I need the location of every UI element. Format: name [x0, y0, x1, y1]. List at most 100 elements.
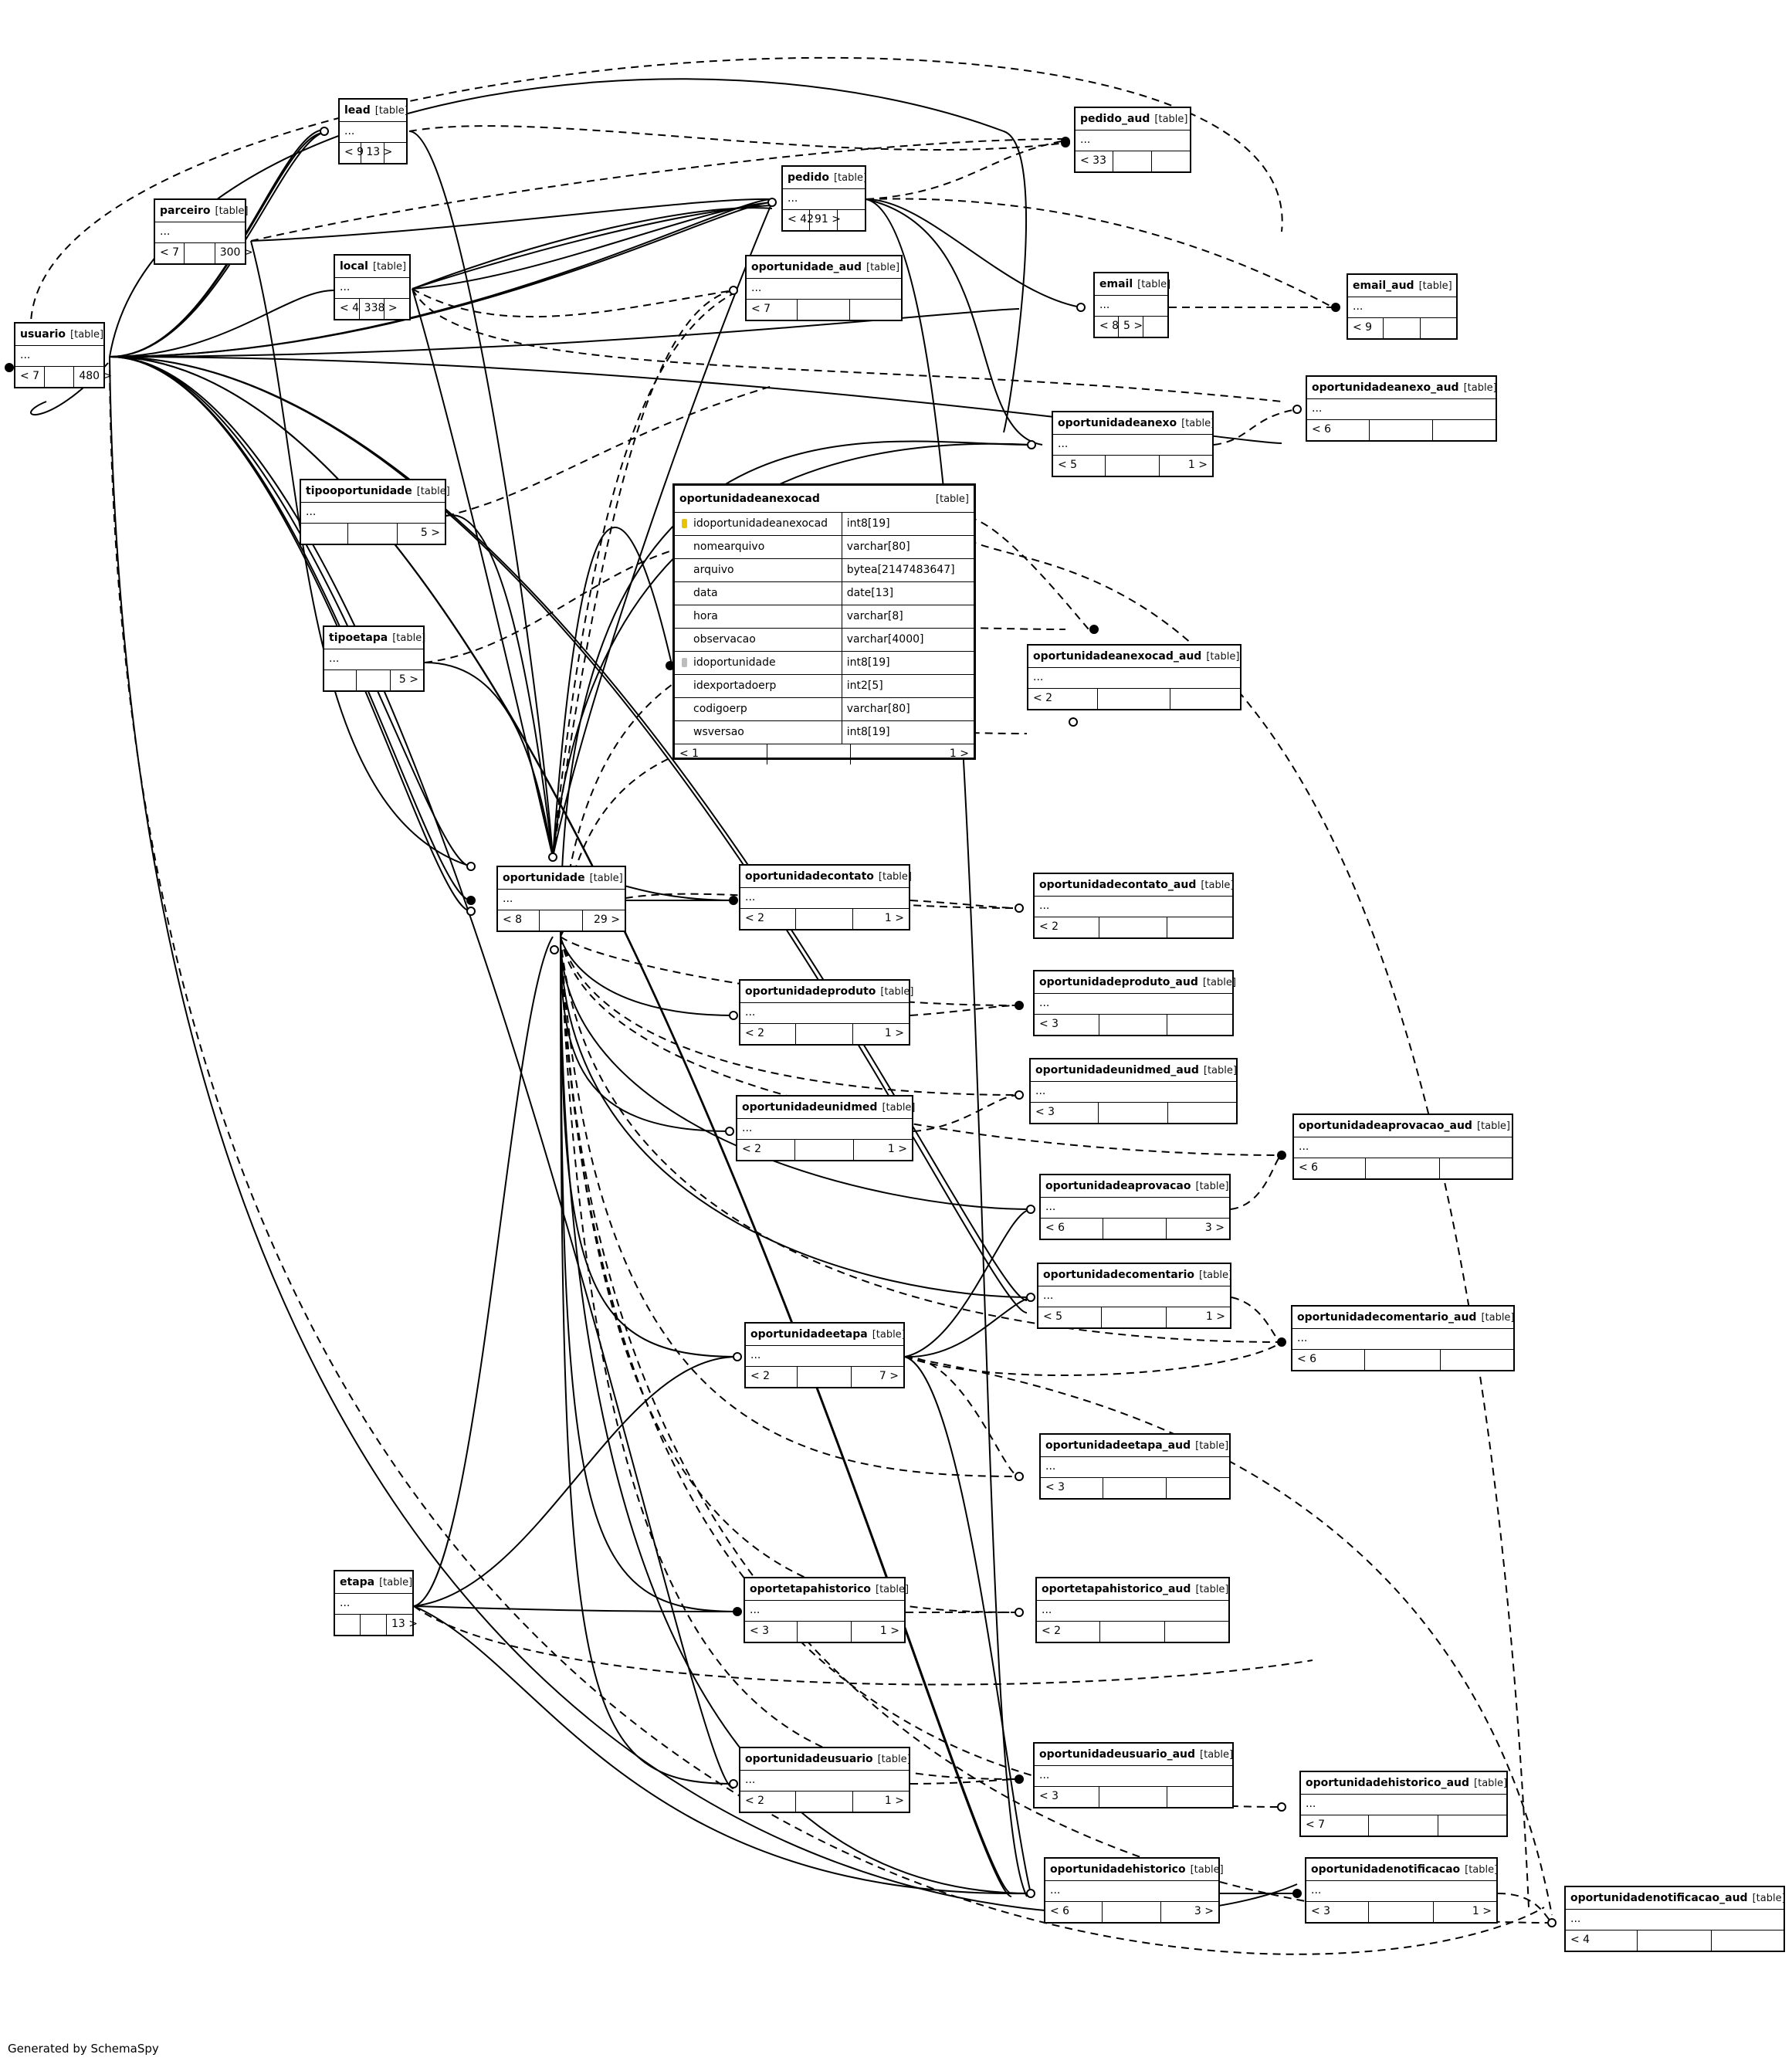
children-count[interactable]	[1167, 1015, 1232, 1035]
parents-count[interactable]: < 2	[1035, 917, 1100, 937]
parents-count[interactable]: < 7	[747, 300, 798, 320]
parents-count[interactable]: < 3	[1041, 1478, 1103, 1498]
parents-count[interactable]: < 4	[335, 299, 360, 319]
children-count[interactable]	[1421, 318, 1456, 338]
table-oportunidadeetapa_aud[interactable]: oportunidadeetapa_aud[table]...< 3	[1039, 1433, 1231, 1500]
table-oportunidadeunidmed_aud[interactable]: oportunidadeunidmed_aud[table]...< 3	[1029, 1058, 1238, 1124]
table-columns-collapsed[interactable]: ...	[740, 1003, 909, 1024]
parents-count[interactable]	[301, 524, 349, 544]
table-columns-collapsed[interactable]: ...	[740, 888, 909, 909]
table-columns-collapsed[interactable]: ...	[335, 1594, 412, 1615]
parents-count[interactable]: < 2	[737, 1140, 795, 1160]
table-columns-collapsed[interactable]: ...	[15, 346, 103, 367]
table-oportunidadeanexocad[interactable]: oportunidadeanexocad [table] idoportunid…	[672, 483, 976, 764]
children-count[interactable]	[1438, 1815, 1506, 1836]
children-count[interactable]	[1433, 420, 1496, 440]
children-count[interactable]	[838, 210, 865, 230]
parents-count[interactable]	[324, 670, 357, 690]
children-count[interactable]	[1168, 1103, 1236, 1123]
children-count[interactable]	[1165, 1622, 1228, 1642]
table-columns-collapsed[interactable]: ...	[1041, 1457, 1229, 1478]
children-count[interactable]: 3 >	[1204, 1222, 1225, 1234]
table-columns-collapsed[interactable]: ...	[747, 279, 901, 300]
children-count[interactable]: 1 >	[949, 747, 969, 760]
table-columns-collapsed[interactable]: ...	[1037, 1601, 1228, 1622]
table-columns-collapsed[interactable]: ...	[335, 278, 409, 299]
table-oportunidadeanexo_aud[interactable]: oportunidadeanexo_aud[table]...< 6	[1306, 375, 1497, 442]
children-count[interactable]: 13 >	[391, 1618, 418, 1630]
table-columns-collapsed[interactable]: ...	[1306, 1881, 1496, 1902]
parents-count[interactable]: < 3	[1035, 1787, 1100, 1807]
parents-count[interactable]: < 5	[1053, 456, 1106, 476]
table-oportunidadenotificacao_aud[interactable]: oportunidadenotificacao_aud[table]...< 4	[1564, 1886, 1786, 1952]
table-columns-collapsed[interactable]: ...	[1035, 994, 1232, 1015]
children-count[interactable]	[1440, 1158, 1512, 1178]
parents-count[interactable]: < 42	[783, 210, 814, 230]
table-columns-collapsed[interactable]: ...	[1053, 435, 1212, 456]
table-oportetapahistorico_aud[interactable]: oportetapahistorico_aud[table]...< 2	[1035, 1577, 1230, 1643]
parents-count[interactable]: < 2	[740, 1792, 796, 1812]
table-columns-collapsed[interactable]: ...	[1294, 1137, 1512, 1158]
table-columns-collapsed[interactable]: ...	[1038, 1286, 1230, 1307]
parents-count[interactable]: < 7	[155, 243, 185, 263]
parents-count[interactable]: < 8	[498, 910, 540, 931]
table-email_aud[interactable]: email_aud[table]...< 9	[1347, 273, 1458, 340]
table-oportunidade_aud[interactable]: oportunidade_aud[table]...< 7	[745, 255, 903, 321]
parents-count[interactable]: < 2	[740, 1024, 796, 1044]
parents-count[interactable]: < 7	[1301, 1815, 1369, 1836]
table-columns-collapsed[interactable]: ...	[783, 189, 865, 210]
children-count[interactable]	[1152, 151, 1190, 171]
children-count[interactable]: 1 >	[1472, 1905, 1492, 1917]
parents-count[interactable]: < 3	[1035, 1015, 1100, 1035]
table-columns-collapsed[interactable]: ...	[746, 1346, 903, 1367]
children-count[interactable]: 1 >	[884, 1027, 904, 1039]
table-etapa[interactable]: etapa[table]...13 >	[334, 1570, 418, 1636]
parents-count[interactable]: < 1	[675, 744, 767, 764]
children-count[interactable]: 300 >	[219, 246, 253, 259]
table-columns-collapsed[interactable]: ...	[740, 1771, 909, 1792]
parents-count[interactable]: < 6	[1307, 420, 1370, 440]
table-tipoetapa[interactable]: tipoetapa[table]...5 >	[323, 625, 425, 692]
table-columns-collapsed[interactable]: ...	[1292, 1329, 1513, 1350]
children-count[interactable]	[1712, 1930, 1784, 1951]
table-pedido_aud[interactable]: pedido_aud[table]...< 33	[1074, 107, 1191, 173]
table-columns-collapsed[interactable]: ...	[737, 1119, 912, 1140]
children-count[interactable]: 7 >	[879, 1370, 899, 1382]
children-count[interactable]: 5 >	[420, 527, 440, 539]
parents-count[interactable]: < 9	[1348, 318, 1384, 338]
children-count[interactable]: 1 >	[1205, 1310, 1225, 1323]
children-count[interactable]: 3 >	[1194, 1905, 1214, 1917]
table-columns-collapsed[interactable]: ...	[1301, 1795, 1506, 1815]
parents-count[interactable]: < 9	[340, 143, 364, 163]
children-count[interactable]: 1 >	[879, 1625, 899, 1637]
children-count[interactable]	[1167, 1478, 1229, 1498]
table-columns-collapsed[interactable]: ...	[1035, 897, 1232, 917]
children-count[interactable]: 5 >	[398, 673, 418, 686]
table-oportunidadeaprovacao_aud[interactable]: oportunidadeaprovacao_aud[table]...< 6	[1292, 1114, 1513, 1180]
children-count[interactable]: 1 >	[1187, 459, 1208, 471]
table-columns-collapsed[interactable]: ...	[1041, 1198, 1229, 1219]
children-count[interactable]	[1167, 917, 1232, 937]
table-oportunidadeusuario_aud[interactable]: oportunidadeusuario_aud[table]...< 3	[1033, 1742, 1234, 1808]
children-count[interactable]: 1 >	[884, 1795, 904, 1807]
